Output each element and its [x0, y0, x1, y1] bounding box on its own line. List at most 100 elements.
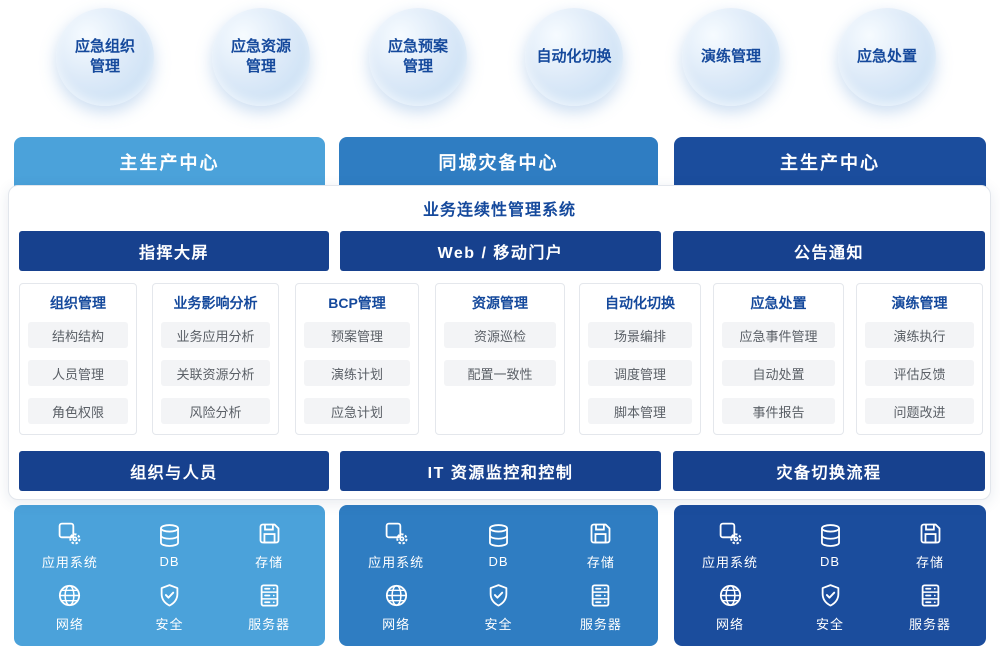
card-title: 资源管理	[472, 295, 528, 311]
bar-dr-switch-process: 灾备切换流程	[673, 451, 985, 491]
infra-item: 存储	[550, 515, 652, 576]
infra-item: 安全	[447, 578, 549, 639]
infra-item-label: 网络	[55, 617, 84, 633]
infra-item-label: 安全	[484, 617, 513, 633]
bar-label: 公告通知	[793, 245, 864, 262]
application-icon	[56, 520, 83, 547]
bubble-emergency-response: 应急处置	[838, 8, 936, 106]
infra-item-label: 应用系统	[368, 554, 425, 570]
infra-item: 应用系统	[20, 515, 120, 576]
card-item: 事件报告	[722, 398, 835, 424]
infra-item-label: 存储	[255, 554, 284, 570]
bar-web-mobile-portal: Web / 移动门户	[340, 231, 661, 271]
bar-label: Web / 移动门户	[437, 245, 564, 262]
module-card-resource-mgmt: 资源管理 资源巡检 配置一致性	[435, 283, 565, 435]
header-primary-center: 主生产中心	[14, 137, 325, 187]
bar-label: 组织与人员	[130, 465, 218, 482]
infra-item: 应用系统	[680, 515, 780, 576]
infra-item: 存储	[880, 515, 980, 576]
bubble-label: 自动化切换	[536, 47, 612, 65]
infra-item: 安全	[120, 578, 220, 639]
card-title: 演练管理	[891, 295, 948, 311]
application-icon	[717, 520, 744, 547]
bar-label: 指挥大屏	[138, 245, 209, 262]
infra-item: DB	[447, 515, 549, 576]
infra-item: 存储	[219, 515, 319, 576]
infra-item-label: 安全	[815, 617, 844, 633]
card-title: 自动化切换	[605, 295, 675, 311]
bubble-drill-mgmt: 演练管理	[682, 8, 780, 106]
shield-icon	[485, 582, 512, 609]
bubble-automated-switchover: 自动化切换	[525, 8, 623, 106]
infra-item: DB	[780, 515, 880, 576]
module-card-drill-mgmt: 演练管理 演练执行 评估反馈 问题改进	[856, 283, 983, 435]
infra-item-label: 存储	[915, 554, 944, 570]
module-card-emergency-response: 应急处置 应急事件管理 自动处置 事件报告	[713, 283, 844, 435]
card-item: 资源巡检	[444, 322, 556, 348]
card-item: 应急事件管理	[722, 322, 835, 348]
bubble-emergency-org-mgmt: 应急组织 管理	[56, 8, 154, 106]
infra-item-label: DB	[159, 553, 180, 569]
card-item: 风险分析	[161, 398, 270, 424]
infra-item: 服务器	[219, 578, 319, 639]
module-card-org-mgmt: 组织管理 结构结构 人员管理 角色权限	[19, 283, 137, 435]
infra-item-label: 服务器	[248, 617, 291, 633]
storage-icon	[587, 520, 614, 547]
module-card-bcp-mgmt: BCP管理 预案管理 演练计划 应急计划	[295, 283, 419, 435]
card-item: 关联资源分析	[161, 360, 270, 386]
card-item: 问题改进	[865, 398, 974, 424]
infra-item-label: DB	[819, 553, 841, 569]
card-item: 演练计划	[304, 360, 410, 386]
server-icon	[256, 582, 283, 609]
infra-item-label: 存储	[586, 554, 615, 570]
header-primary-center-2: 主生产中心	[674, 137, 986, 187]
infra-item-label: 网络	[715, 617, 744, 633]
card-title: 应急处置	[750, 295, 807, 311]
bubble-emergency-plan-mgmt: 应急预案 管理	[369, 8, 467, 106]
bubble-label: 演练管理	[700, 47, 761, 65]
infra-item-label: 服务器	[579, 617, 622, 633]
bar-it-resource-monitoring: IT 资源监控和控制	[340, 451, 661, 491]
infra-item: DB	[120, 515, 220, 576]
card-title: 业务影响分析	[173, 295, 258, 311]
infra-item: 应用系统	[345, 515, 447, 576]
card-item: 场景编排	[588, 322, 692, 348]
infra-item: 网络	[20, 578, 120, 639]
card-item: 业务应用分析	[161, 322, 270, 348]
panel-title: 业务连续性管理系统	[422, 202, 576, 219]
module-card-auto-switchover: 自动化切换 场景编排 调度管理 脚本管理	[579, 283, 701, 435]
card-item: 配置一致性	[444, 360, 556, 386]
bar-announcement: 公告通知	[673, 231, 985, 271]
infra-panel-dr: 应用系统 DB 存储 网络 安全 服务器	[339, 505, 658, 646]
card-item: 自动处置	[722, 360, 835, 386]
infra-item: 服务器	[880, 578, 980, 639]
card-item: 调度管理	[588, 360, 692, 386]
header-label: 同城灾备中心	[438, 153, 559, 173]
infra-item-label: DB	[488, 553, 509, 569]
infra-item: 网络	[680, 578, 780, 639]
infra-item: 网络	[345, 578, 447, 639]
storage-icon	[256, 520, 283, 547]
header-label: 主生产中心	[119, 153, 220, 173]
header-dr-center: 同城灾备中心	[339, 137, 658, 187]
shield-icon	[817, 582, 844, 609]
card-item: 结构结构	[28, 322, 128, 348]
infra-item-label: 网络	[382, 617, 411, 633]
bubble-label: 应急组织 管理	[74, 37, 135, 75]
infra-item-label: 服务器	[908, 617, 951, 633]
bar-command-screen: 指挥大屏	[19, 231, 329, 271]
database-icon	[817, 522, 844, 549]
bar-org-and-personnel: 组织与人员	[19, 451, 329, 491]
infra-item-label: 应用系统	[701, 554, 758, 570]
bar-label: IT 资源监控和控制	[427, 465, 574, 482]
infra-panel-primary-2: 应用系统 DB 存储 网络 安全 服务器	[674, 505, 986, 646]
application-icon	[383, 520, 410, 547]
bcm-system-panel: 业务连续性管理系统 指挥大屏 Web / 移动门户 公告通知 组织管理 结构结构…	[8, 185, 991, 500]
bubble-label: 应急预案 管理	[387, 37, 448, 75]
network-icon	[717, 582, 744, 609]
card-item: 演练执行	[865, 322, 974, 348]
infra-panel-primary: 应用系统 DB 存储 网络 安全 服务器	[14, 505, 325, 646]
card-item: 脚本管理	[588, 398, 692, 424]
database-icon	[485, 522, 512, 549]
